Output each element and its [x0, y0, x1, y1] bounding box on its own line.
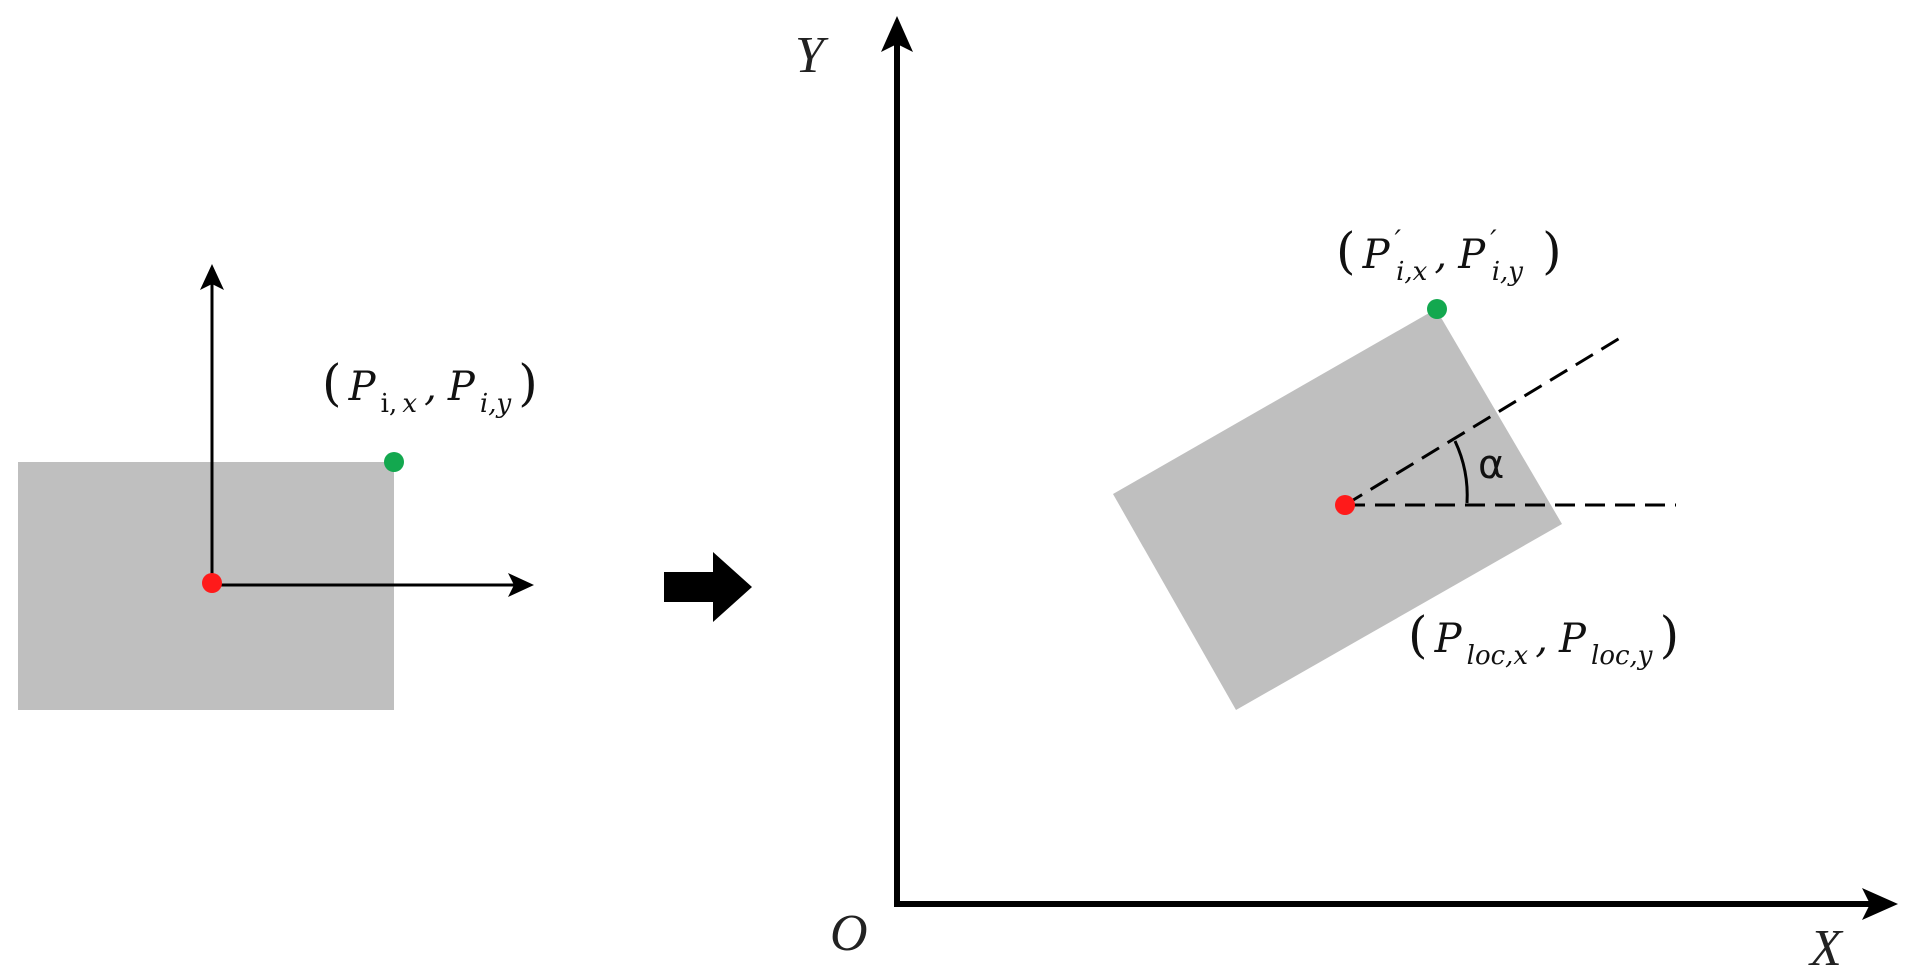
local-origin-point — [202, 573, 222, 593]
local-corner-label: ( P i, x , P i,y ) — [322, 354, 538, 419]
global-center-point — [1335, 495, 1355, 515]
global-x-axis-arrowhead — [1862, 888, 1898, 920]
global-origin-label: O — [830, 905, 868, 962]
angle-arc — [1453, 440, 1469, 504]
local-corner-point — [384, 452, 404, 472]
global-corner-label: ( P ′ i,x , P ′ i,y ) — [1336, 222, 1562, 287]
rotated-reference-line — [1344, 336, 1621, 507]
left-panel: ( P i, x , P i,y ) — [18, 264, 538, 710]
global-center-label: ( P loc,x , P loc,y ) — [1408, 606, 1679, 671]
local-y-axis-arrowhead — [200, 264, 224, 290]
local-x-axis-arrowhead — [508, 573, 534, 597]
right-panel: Y X O α ( P ′ i,x , P ′ i,y ) ( P loc,x — [795, 16, 1898, 977]
right-arrow-icon — [664, 552, 752, 622]
global-corner-point — [1427, 299, 1447, 319]
global-y-axis-arrowhead — [881, 16, 913, 52]
global-y-axis-label: Y — [795, 27, 829, 84]
angle-label: α — [1478, 442, 1504, 488]
global-x-axis-label: X — [1808, 920, 1844, 977]
